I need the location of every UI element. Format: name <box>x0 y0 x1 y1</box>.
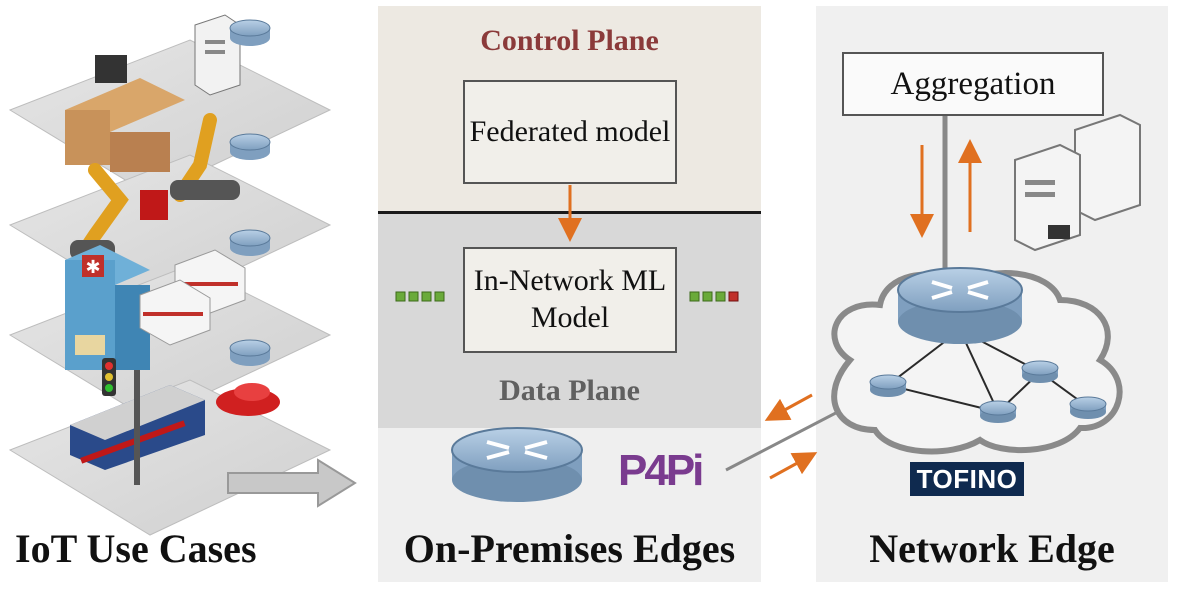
packets-left-icon <box>395 291 445 302</box>
arrow-to-onprem <box>764 393 813 421</box>
data-plane-title: Data Plane <box>499 374 640 407</box>
factory-robot-icon <box>65 55 240 260</box>
on-premises-edges-label: On-Premises Edges <box>403 526 736 571</box>
in-network-model-box: In-Network ML Model <box>463 247 677 353</box>
federated-model-box: Federated model <box>463 80 677 184</box>
packets-right-icon <box>689 291 739 302</box>
server-icon-small <box>194 14 241 96</box>
network-edge-label: Network Edge <box>869 526 1115 571</box>
control-plane-title: Control Plane <box>480 24 659 57</box>
tofino-logo: TOFINO <box>910 462 1024 496</box>
on-premises-router-icon <box>451 427 583 502</box>
ambulance-icon <box>139 249 246 346</box>
iot-use-cases-label: IoT Use Cases <box>15 526 257 571</box>
car-icon <box>216 383 280 416</box>
arrow-to-network <box>769 452 818 480</box>
floor-router-icons <box>229 19 271 366</box>
hospital-icon: ✱ <box>65 245 150 370</box>
server-icon-large <box>1014 113 1141 252</box>
aggregation-box: Aggregation <box>842 52 1104 116</box>
svg-text:✱: ✱ <box>85 257 100 278</box>
p4pi-logo: P4Pi <box>618 446 704 495</box>
small-network-routers <box>869 360 1107 423</box>
iot-to-edge-arrow <box>227 458 357 508</box>
traffic-light-icon <box>102 358 140 485</box>
network-router-icon <box>897 267 1023 344</box>
